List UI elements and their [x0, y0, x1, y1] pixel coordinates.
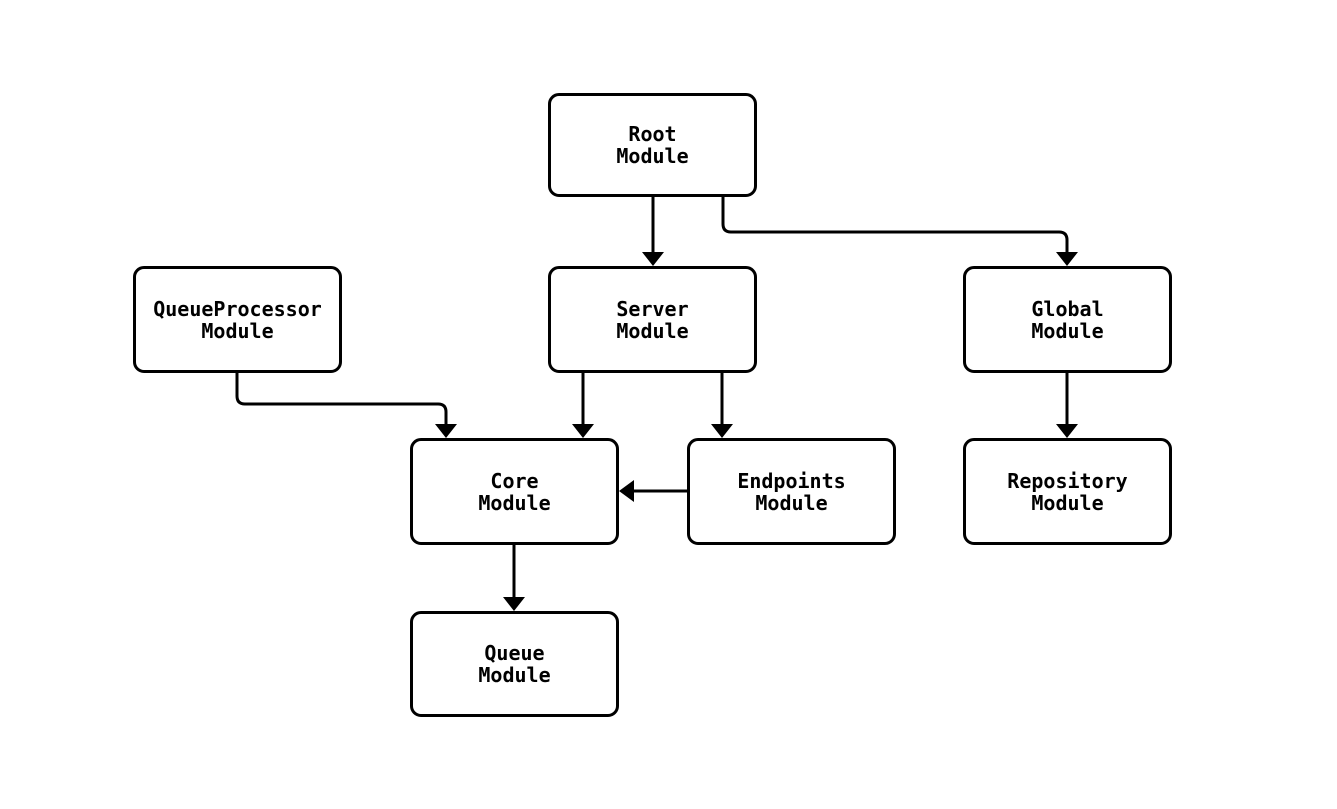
node-global-module-label-line2: Module: [1031, 318, 1104, 343]
edge-queueprocessor-to-core-arrowhead: [435, 424, 457, 438]
node-queue-module-label-line2: Module: [478, 663, 551, 687]
edge-queueprocessor-to-core: [235, 373, 457, 438]
node-queueprocessor-module-label-line2: Module: [201, 318, 274, 343]
edge-root-to-global: [721, 197, 1078, 266]
node-endpoints-module: Endpoints Module: [687, 438, 896, 545]
node-global-module: Global Module: [963, 266, 1172, 373]
node-root-module: Root Module: [548, 93, 757, 197]
node-server-module: Server Module: [548, 266, 757, 373]
edge-global-to-repository: [1056, 373, 1078, 438]
edge-queueprocessor-to-core-line: [235, 373, 448, 424]
edge-root-to-server: [642, 197, 664, 266]
node-server-module-label-line1: Server: [616, 296, 689, 321]
edge-server-to-core-arrowhead: [572, 424, 594, 438]
node-repository-module-label-line1: Repository: [1007, 468, 1128, 493]
edge-global-to-repository-arrowhead: [1056, 424, 1078, 438]
node-endpoints-module-label-line2: Module: [755, 490, 828, 515]
node-repository-module-label-line2: Module: [1031, 490, 1104, 515]
node-queue-module-label-line1: Queue: [484, 641, 545, 665]
edge-server-to-endpoints-arrowhead: [711, 424, 733, 438]
edge-root-to-server-arrowhead: [642, 252, 664, 266]
edge-root-to-global-arrowhead: [1056, 252, 1078, 266]
edge-core-to-queue-arrowhead: [503, 597, 525, 611]
node-queueprocessor-module: QueueProcessor Module: [133, 266, 342, 373]
node-server-module-label-line2: Module: [616, 318, 689, 343]
node-core-module-label-line1: Core: [490, 468, 539, 493]
edge-endpoints-to-core-arrowhead: [619, 480, 634, 502]
edge-core-to-queue: [503, 545, 525, 611]
edge-root-to-global-line: [721, 197, 1069, 252]
node-core-module-label-line2: Module: [478, 490, 551, 515]
node-root-module-label-line1: Root: [628, 122, 677, 146]
edge-server-to-core: [572, 373, 594, 438]
node-queueprocessor-module-label-line1: QueueProcessor: [153, 296, 322, 321]
node-endpoints-module-label-line1: Endpoints: [737, 468, 846, 493]
node-core-module: Core Module: [410, 438, 619, 545]
node-repository-module: Repository Module: [963, 438, 1172, 545]
node-global-module-label-line1: Global: [1031, 296, 1104, 321]
node-queue-module: Queue Module: [410, 611, 619, 717]
node-root-module-label-line2: Module: [616, 144, 689, 168]
edge-server-to-endpoints: [711, 373, 733, 438]
edge-endpoints-to-core: [619, 480, 687, 502]
